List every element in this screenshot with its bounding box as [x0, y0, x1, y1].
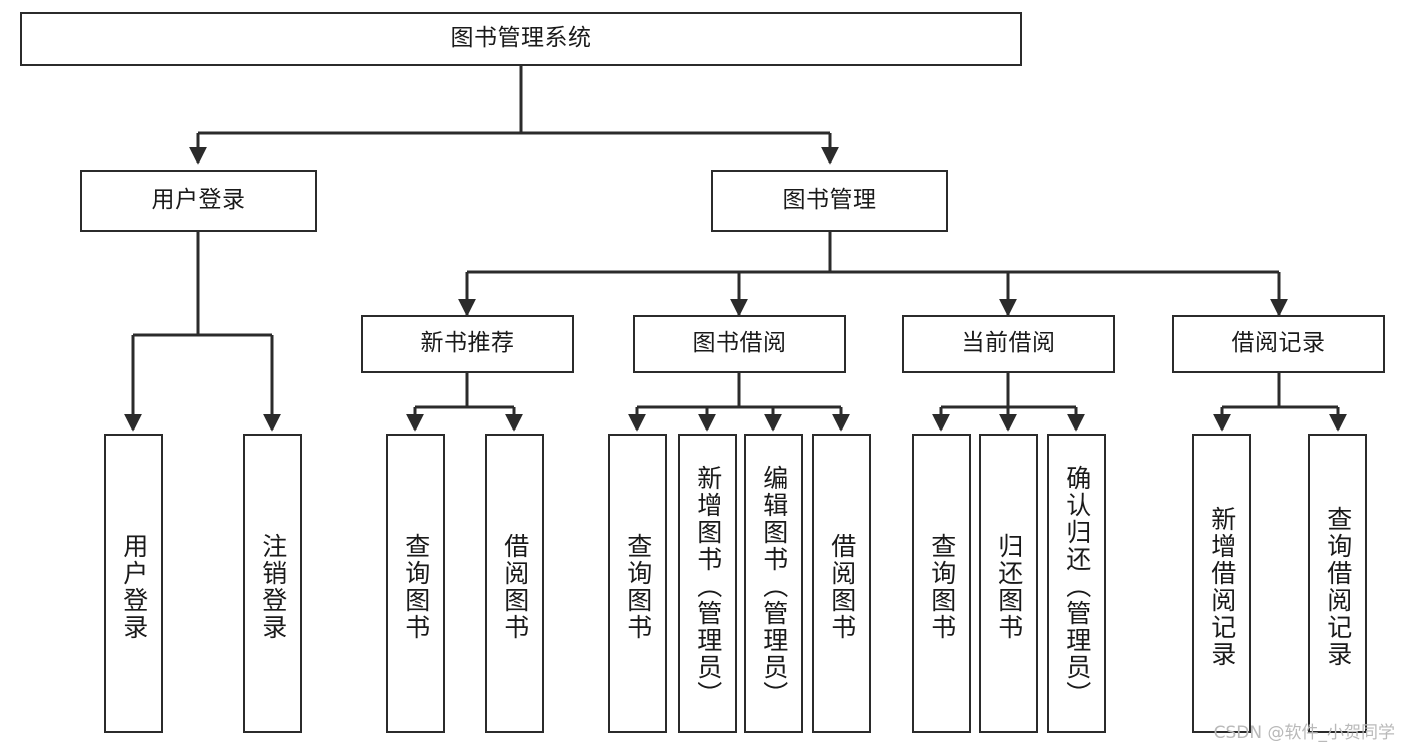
- leaf-user-login[interactable]: 用户登录: [104, 434, 163, 733]
- node-current-borrow-label: 当前借阅: [961, 330, 1056, 357]
- node-new-book-recommend[interactable]: 新书推荐: [361, 315, 574, 373]
- leaf-confirm-return-label: 确认归还（管理员）: [1062, 465, 1092, 708]
- leaf-add-record-label: 新增借阅记录: [1207, 505, 1237, 668]
- node-current-borrow[interactable]: 当前借阅: [902, 315, 1115, 373]
- node-user-login[interactable]: 用户登录: [80, 170, 317, 232]
- leaf-borrow-book-2[interactable]: 借阅图书: [812, 434, 871, 733]
- leaf-query-book-3-label: 查询图书: [927, 532, 957, 641]
- node-book-manage-label: 图书管理: [782, 187, 877, 214]
- node-root[interactable]: 图书管理系统: [20, 12, 1022, 66]
- leaf-borrow-book-1-label: 借阅图书: [500, 532, 530, 641]
- csdn-watermark: CSDN @软件_小贺同学: [1213, 723, 1395, 743]
- leaf-query-book-2-label: 查询图书: [623, 532, 653, 641]
- leaf-logout-label: 注销登录: [258, 532, 288, 641]
- leaf-query-book-3[interactable]: 查询图书: [912, 434, 971, 733]
- node-new-book-recommend-label: 新书推荐: [420, 330, 515, 357]
- node-user-login-label: 用户登录: [151, 187, 246, 214]
- leaf-confirm-return[interactable]: 确认归还（管理员）: [1047, 434, 1106, 733]
- node-root-label: 图书管理系统: [450, 25, 592, 52]
- leaf-add-record[interactable]: 新增借阅记录: [1192, 434, 1251, 733]
- leaf-add-book[interactable]: 新增图书（管理员）: [678, 434, 737, 733]
- node-book-borrow-label: 图书借阅: [692, 330, 787, 357]
- leaf-query-record[interactable]: 查询借阅记录: [1308, 434, 1367, 733]
- leaf-add-book-label: 新增图书（管理员）: [693, 465, 723, 708]
- node-borrow-record-label: 借阅记录: [1231, 330, 1326, 357]
- node-borrow-record[interactable]: 借阅记录: [1172, 315, 1385, 373]
- leaf-return-book-label: 归还图书: [994, 532, 1024, 641]
- leaf-borrow-book-1[interactable]: 借阅图书: [485, 434, 544, 733]
- leaf-borrow-book-2-label: 借阅图书: [827, 532, 857, 641]
- leaf-user-login-label: 用户登录: [119, 532, 149, 641]
- leaf-edit-book-label: 编辑图书（管理员）: [759, 465, 789, 708]
- leaf-query-record-label: 查询借阅记录: [1323, 505, 1353, 668]
- node-book-borrow[interactable]: 图书借阅: [633, 315, 846, 373]
- leaf-logout[interactable]: 注销登录: [243, 434, 302, 733]
- leaf-edit-book[interactable]: 编辑图书（管理员）: [744, 434, 803, 733]
- leaf-query-book-1-label: 查询图书: [401, 532, 431, 641]
- leaf-query-book-1[interactable]: 查询图书: [386, 434, 445, 733]
- leaf-return-book[interactable]: 归还图书: [979, 434, 1038, 733]
- leaf-query-book-2[interactable]: 查询图书: [608, 434, 667, 733]
- node-book-manage[interactable]: 图书管理: [711, 170, 948, 232]
